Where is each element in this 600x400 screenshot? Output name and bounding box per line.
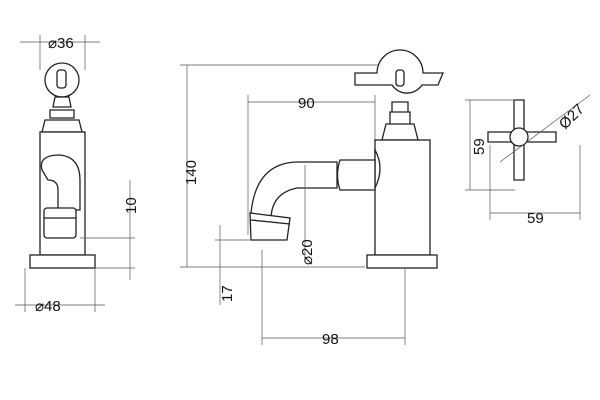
front-spout-reach-label: 90 bbox=[298, 95, 315, 112]
front-spout-diameter-label: ⌀20 bbox=[299, 239, 316, 265]
front-outlet-height-label: 17 bbox=[219, 285, 236, 302]
front-height-label: 140 bbox=[183, 160, 200, 185]
front-base-reach-label: 98 bbox=[322, 331, 339, 348]
front-base bbox=[366, 254, 438, 269]
side-top-diameter-label: ⌀36 bbox=[48, 35, 74, 52]
side-view: ⌀36 ⌀48 10 bbox=[15, 35, 140, 315]
top-width-label: 59 bbox=[527, 210, 544, 227]
front-view: 140 90 ⌀20 17 98 bbox=[180, 49, 444, 348]
top-height-label: 59 bbox=[471, 138, 488, 155]
base bbox=[29, 254, 96, 269]
side-base-diameter-label: ⌀48 bbox=[35, 298, 61, 315]
front-body bbox=[374, 139, 431, 256]
top-view: 59 59 Ø27 bbox=[465, 94, 591, 227]
side-spout-height-label: 10 bbox=[123, 197, 140, 214]
top-handle-diameter-label: Ø27 bbox=[556, 101, 588, 133]
